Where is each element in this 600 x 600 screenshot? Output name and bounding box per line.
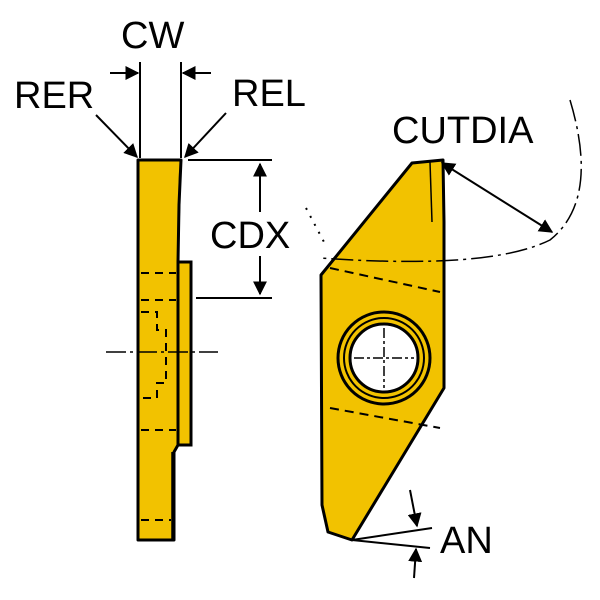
an-dimension: [351, 489, 433, 579]
cutdia-label: CUTDIA: [392, 110, 534, 152]
rel-label: REL: [232, 73, 306, 115]
side-view-body: [136, 158, 183, 542]
cdx-label: CDX: [210, 215, 290, 257]
rer-label: RER: [14, 75, 94, 117]
side-view-hidden-lines: [141, 272, 176, 521]
cw-label: CW: [121, 15, 184, 57]
side-view-step: [176, 260, 193, 447]
side-view: [106, 158, 218, 542]
front-view-hidden-lines: [329, 267, 441, 429]
clamp-hole-centermark: [354, 328, 414, 388]
cdx-dimension: [188, 159, 272, 299]
clamp-hole: [348, 322, 420, 394]
front-view: [319, 158, 446, 542]
cutdia-dimension: [305, 99, 582, 263]
an-label: AN: [440, 520, 493, 562]
cw-dimension: [95, 62, 227, 159]
